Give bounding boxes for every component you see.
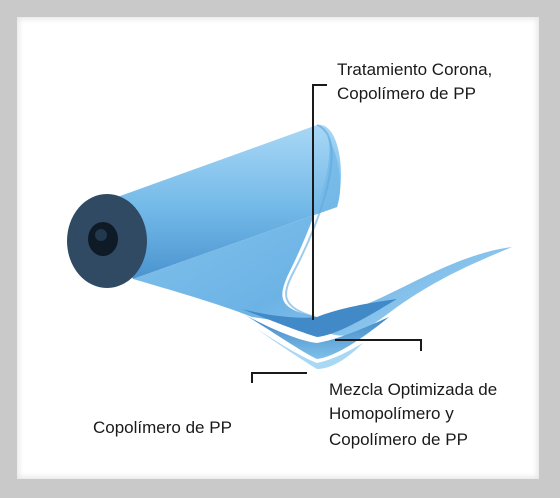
leader-line-top bbox=[312, 84, 327, 320]
film-layer-bottom bbox=[257, 329, 363, 369]
film-layer-top bbox=[242, 299, 397, 337]
film-roll-illustration bbox=[67, 84, 512, 383]
roll-body bbox=[95, 124, 341, 279]
label-top-line1: Tratamiento Corona, bbox=[337, 60, 493, 79]
leader-line-left bbox=[251, 372, 307, 383]
label-right-line3: Copolímero de PP bbox=[329, 430, 468, 449]
label-left-line1: Copolímero de PP bbox=[93, 418, 232, 437]
label-right-line1: Mezcla Optimizada de bbox=[329, 380, 498, 399]
leader-line-right bbox=[335, 339, 422, 351]
label-right-line2: Homopolímero y bbox=[329, 404, 454, 423]
label-top-line2: Copolímero de PP bbox=[337, 84, 476, 103]
film-layer-middle bbox=[245, 315, 389, 359]
diagram-panel: Tratamiento Corona, Copolímero de PP Mez… bbox=[17, 17, 539, 479]
film-sheet bbox=[133, 125, 512, 336]
